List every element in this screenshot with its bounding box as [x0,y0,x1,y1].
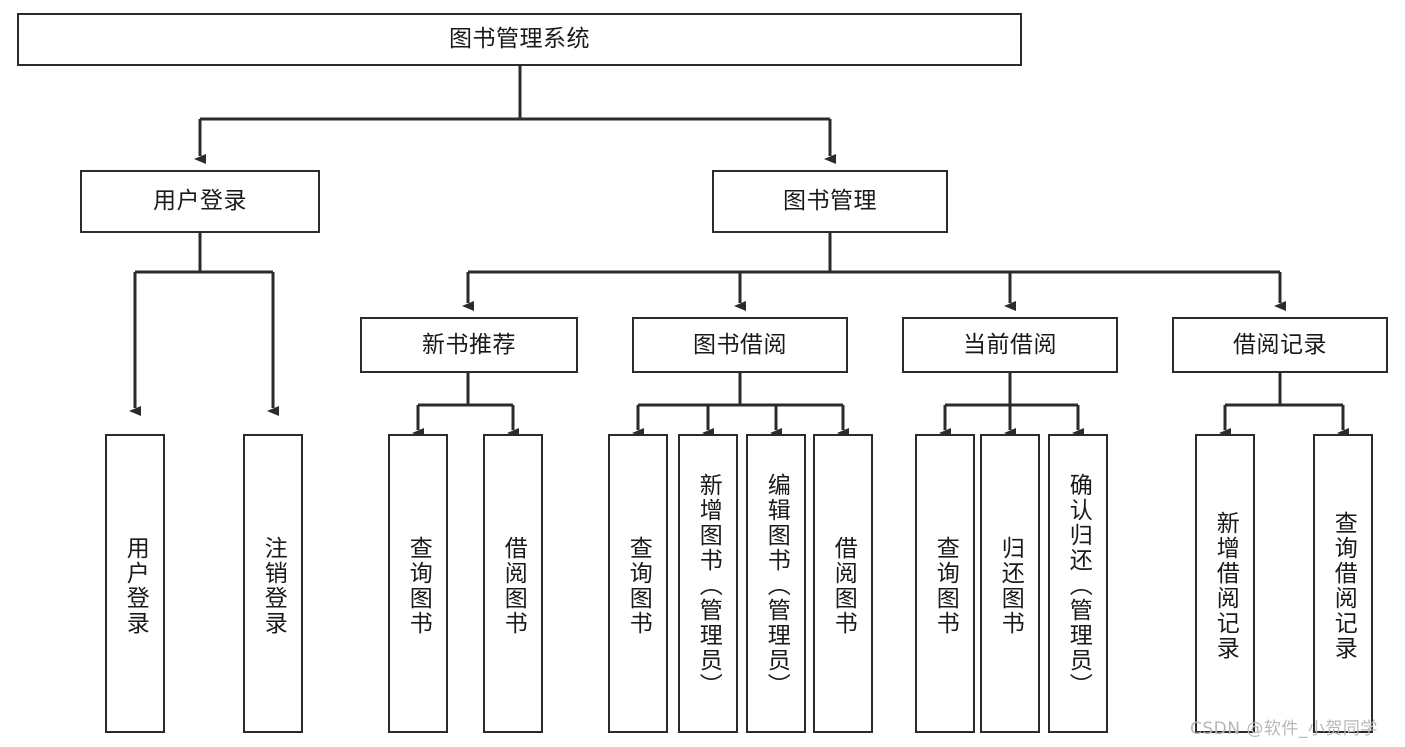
node-root-system-label: 图书管理系统 [449,26,590,53]
node-book-borrow[interactable]: 图书借阅 [632,317,848,373]
leaf-user-login-signin[interactable]: 用户登录 [105,434,165,733]
node-user-login-label: 用户登录 [153,188,247,215]
leaf-borrow-query-book[interactable]: 查询图书 [608,434,668,733]
leaf-user-login-signout[interactable]: 注销登录 [243,434,303,733]
leaf-record-add-record-label: 新增借阅记录 [1212,510,1239,661]
node-book-management-label: 图书管理 [783,188,877,215]
leaf-record-query-record[interactable]: 查询借阅记录 [1313,434,1373,733]
node-current-borrow[interactable]: 当前借阅 [902,317,1118,373]
leaf-borrow-add-book[interactable]: 新增图书（管理员） [678,434,738,733]
node-user-login[interactable]: 用户登录 [80,170,320,233]
node-new-book-recommend[interactable]: 新书推荐 [360,317,578,373]
leaf-record-query-record-label: 查询借阅记录 [1330,510,1357,661]
leaf-record-add-record[interactable]: 新增借阅记录 [1195,434,1255,733]
leaf-user-login-signin-label: 用户登录 [122,535,149,636]
leaf-current-query-book-label: 查询图书 [932,535,959,636]
leaf-recommend-query-book-label: 查询图书 [405,535,432,636]
node-current-borrow-label: 当前借阅 [963,331,1057,358]
leaf-current-return-book-label: 归还图书 [997,535,1024,636]
leaf-borrow-query-book-label: 查询图书 [625,535,652,636]
node-book-borrow-label: 图书借阅 [693,331,787,358]
node-borrow-record-label: 借阅记录 [1233,331,1327,358]
leaf-recommend-borrow-book[interactable]: 借阅图书 [483,434,543,733]
leaf-borrow-edit-book-label: 编辑图书（管理员） [763,473,790,698]
node-new-book-recommend-label: 新书推荐 [422,331,516,358]
node-borrow-record[interactable]: 借阅记录 [1172,317,1388,373]
node-book-management[interactable]: 图书管理 [712,170,948,233]
leaf-borrow-add-book-label: 新增图书（管理员） [695,473,722,698]
leaf-current-query-book[interactable]: 查询图书 [915,434,975,733]
leaf-user-login-signout-label: 注销登录 [260,535,287,636]
csdn-watermark: CSDN @软件_小贺同学 [1190,719,1378,739]
leaf-recommend-borrow-book-label: 借阅图书 [500,535,527,636]
leaf-current-return-book[interactable]: 归还图书 [980,434,1040,733]
leaf-borrow-borrow-book-label: 借阅图书 [830,535,857,636]
leaf-current-confirm-return[interactable]: 确认归还（管理员） [1048,434,1108,733]
node-root-system[interactable]: 图书管理系统 [17,13,1022,66]
leaf-recommend-query-book[interactable]: 查询图书 [388,434,448,733]
leaf-borrow-borrow-book[interactable]: 借阅图书 [813,434,873,733]
leaf-borrow-edit-book[interactable]: 编辑图书（管理员） [746,434,806,733]
leaf-current-confirm-return-label: 确认归还（管理员） [1065,473,1092,698]
